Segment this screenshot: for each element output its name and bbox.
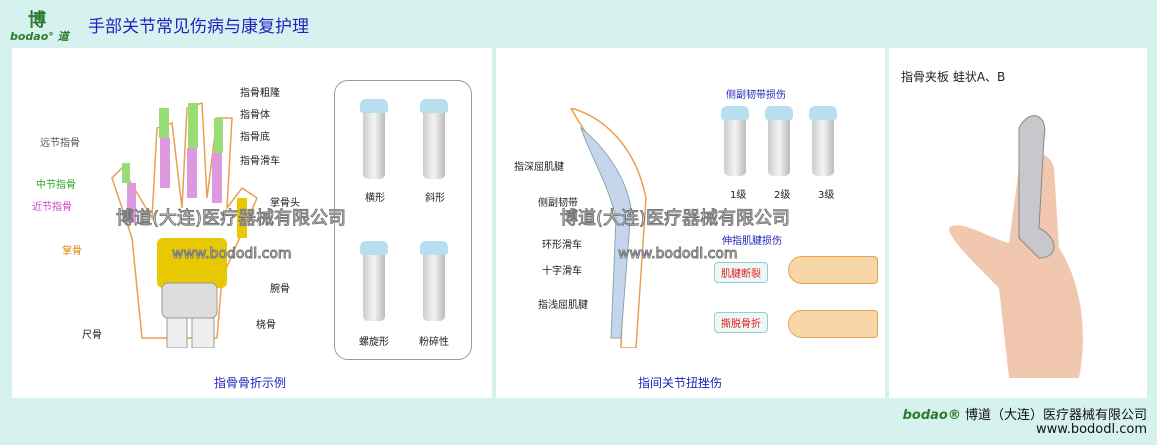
panel-phalanx-fracture: 指骨粗隆 指骨体 指骨底 指骨滑车 掌骨头 远节指骨 中节指骨 近节指骨 掌骨 …	[12, 48, 492, 398]
watermark-company: 博道(大连)医疗器械有限公司	[115, 208, 347, 230]
footer-company: bodao® 博道（大连）医疗器械有限公司	[903, 404, 1147, 423]
finger-tendon-rupture-illustration	[788, 256, 878, 284]
watermark-company: 博道(大连)医疗器械有限公司	[559, 208, 791, 230]
label-annular-pulley: 环形滑车	[542, 240, 582, 251]
label-oblique: 斜形	[425, 193, 445, 204]
label-fds-tendon: 指浅屈肌腱	[538, 300, 588, 311]
label-grade-3: 3级	[818, 190, 835, 201]
label-spiral: 螺旋形	[359, 337, 389, 348]
label-radius: 桡骨	[256, 320, 276, 331]
caption-phalanx-fracture: 指骨骨折示例	[214, 376, 287, 390]
bone-comminuted	[420, 241, 448, 321]
label-comminuted: 粉碎性	[419, 337, 449, 348]
label-grade-1: 1级	[730, 190, 747, 201]
joint-grade-3	[809, 106, 837, 176]
label-grade-2: 2级	[774, 190, 791, 201]
logo-word: bodao° 道	[10, 30, 69, 43]
footer-company-name: 博道（大连）医疗器械有限公司	[964, 408, 1147, 423]
label-collateral-ligament: 侧副韧带	[538, 198, 578, 209]
label-metacarpal: 掌骨	[62, 246, 82, 257]
finger-tendon-illustration	[570, 108, 647, 348]
label-carpal: 腕骨	[270, 284, 290, 295]
label-phalanx-tuberosity: 指骨粗隆	[240, 88, 280, 99]
panel-ip-joint-sprain: 指深屈肌腱 侧副韧带 环形滑车 十字滑车 指浅屈肌腱 侧副韧带损伤 1级 2级 …	[496, 48, 885, 398]
finger-avulsion-illustration	[788, 310, 878, 338]
label-fdp-tendon: 指深屈肌腱	[514, 162, 564, 173]
footer-url: www.bododl.com	[1035, 422, 1147, 437]
page-title: 手部关节常见伤病与康复护理	[88, 17, 309, 37]
footer-brand-logo: bodao®	[902, 408, 961, 423]
extensor-injury-title: 伸指肌腱损伤	[722, 236, 782, 247]
splint-title: 指骨夹板 蛙状A、B	[901, 70, 1006, 84]
bone-transverse	[360, 99, 388, 179]
watermark-url: www.bododl.com	[618, 246, 739, 263]
joint-grade-1	[721, 106, 749, 176]
panel-finger-splint: 指骨夹板 蛙状A、B	[889, 48, 1147, 398]
label-middle-phalanx: 中节指骨	[36, 180, 76, 191]
label-ulna: 尺骨	[82, 330, 102, 341]
ligament-injury-title: 侧副韧带损伤	[726, 90, 786, 101]
label-metacarpal-head: 掌骨头	[270, 198, 300, 209]
bone-oblique	[420, 99, 448, 179]
tag-avulsion-fracture: 撕脱骨折	[714, 312, 768, 333]
logo: 博 bodao° 道	[10, 6, 70, 43]
tag-tendon-rupture: 肌腱断裂	[714, 262, 768, 283]
label-phalanx-base: 指骨底	[240, 132, 270, 143]
label-proximal-phalanx: 近节指骨	[32, 202, 72, 213]
finger-splint-photo	[949, 115, 1083, 378]
bone-spiral	[360, 241, 388, 321]
label-phalanx-body: 指骨体	[240, 110, 270, 121]
label-cruciate-pulley: 十字滑车	[542, 266, 582, 277]
fracture-examples-box: 横形 斜形 螺旋形 粉碎性	[334, 80, 472, 360]
hand-skeleton-illustration	[111, 101, 258, 348]
joint-grade-2	[765, 106, 793, 176]
label-transverse: 横形	[365, 193, 385, 204]
watermark-url: www.bododl.com	[172, 246, 293, 263]
label-distal-phalanx: 远节指骨	[40, 138, 80, 149]
caption-ip-joint-sprain: 指间关节扭挫伤	[638, 376, 723, 390]
logo-mark: 博	[28, 10, 46, 31]
label-phalanx-trochlea: 指骨滑车	[240, 156, 280, 167]
